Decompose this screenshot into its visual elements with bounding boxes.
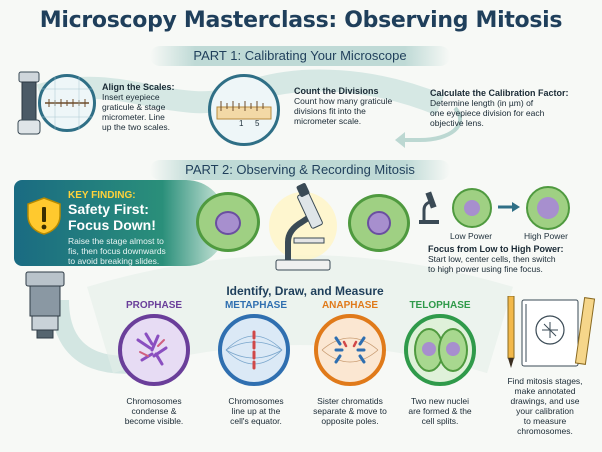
phase-desc-line: become visible. (124, 416, 184, 426)
graticule-view (38, 74, 96, 132)
phase-desc-prophase: Chromosomes condense & become visible. (104, 396, 204, 426)
nucleus (464, 200, 480, 216)
step-title: Count the Divisions (294, 86, 379, 96)
high-power-view (526, 186, 570, 230)
notebook-drawing-icon (500, 295, 596, 370)
small-microscope-icon (416, 190, 442, 226)
phase-desc-line: cell splits. (421, 416, 459, 426)
identify-heading: Identify, Draw, and Measure (226, 284, 384, 298)
low-power-label: Low Power (450, 231, 493, 241)
phase-desc-line: opposite poles. (321, 416, 379, 426)
final-line: Find mitosis stages, (507, 376, 583, 386)
phase-name-telophase: TELOPHASE (409, 300, 471, 311)
phase-name-anaphase: ANAPHASE (321, 300, 379, 311)
step-body-line: micrometer scale. (294, 116, 362, 126)
step-body-line: objective lens. (430, 118, 484, 128)
prophase-cell (118, 314, 190, 386)
focus-power-body: Start low, center cells, then switch (428, 254, 556, 264)
final-line: chromosomes. (517, 426, 573, 436)
phase-desc-anaphase: Sister chromatids separate & move to opp… (300, 396, 400, 426)
final-instructions: Find mitosis stages, make annotated draw… (490, 376, 600, 436)
step-body-line: micrometer. Line (102, 112, 165, 122)
phase-desc-line: Chromosomes (126, 396, 182, 406)
page-title: Microscopy Masterclass: Observing Mitosi… (39, 8, 563, 33)
phase-name-metaphase: METAPHASE (224, 300, 288, 311)
anaphase-cell (314, 314, 386, 386)
key-finding-body: fis, then focus downwards (68, 246, 166, 256)
high-power-label: High Power (524, 231, 568, 241)
phase-desc-metaphase: Chromosomes line up at the cell's equato… (206, 396, 306, 426)
cell-illustration (348, 194, 410, 252)
key-finding-body: to avoid breaking slides. (68, 256, 160, 266)
telophase-cell (404, 314, 476, 386)
phase-desc-line: separate & move to (313, 406, 387, 416)
step-calibration-factor: Calculate the Calibration Factor: Determ… (430, 88, 598, 128)
step-body-line: Count how many graticule (294, 96, 393, 106)
phase-desc-line: condense & (131, 406, 177, 416)
warning-icon (24, 196, 64, 236)
arrow-right-icon (496, 200, 522, 214)
key-finding-text: KEY FINDING: Safety First: Focus Down! R… (68, 190, 218, 266)
step-body-line: one eyepiece division for each (430, 108, 545, 118)
objective-lens-icon (22, 270, 68, 342)
focus-power-title: Focus from Low to High Power: (428, 244, 564, 254)
focus-power-body: to high power using fine focus. (428, 264, 543, 274)
microscope-icon (268, 182, 338, 274)
final-line: to measure (523, 416, 567, 426)
step-body-line: divisions fit into the (294, 106, 366, 116)
nucleus (367, 211, 391, 235)
phase-desc-line: cell's equator. (230, 416, 282, 426)
cell-illustration (196, 192, 260, 252)
flow-arrow-head (395, 132, 405, 148)
key-finding-label: KEY FINDING: (68, 190, 136, 201)
daughter-cell (438, 328, 468, 372)
key-finding-body: Raise the stage almost to (68, 236, 164, 246)
focus-power-text: Focus from Low to High Power: Start low,… (428, 244, 598, 274)
scale-number: 5 (255, 119, 260, 128)
final-line: your calibration (516, 406, 574, 416)
final-line: drawings, and use (510, 396, 580, 406)
phase-desc-telophase: Two new nuclei are formed & the cell spl… (390, 396, 490, 426)
step-count-divisions: Count the Divisions Count how many grati… (294, 86, 414, 126)
part1-banner: PART 1: Calibrating Your Microscope (150, 46, 450, 66)
nucleus (215, 211, 241, 235)
step-body-line: graticule & stage (102, 102, 166, 112)
eyepiece-illustration (14, 70, 44, 138)
flow-arrow-line (405, 106, 463, 142)
micrometer-view: 1 5 (208, 74, 280, 146)
phase-desc-line: Chromosomes (228, 396, 284, 406)
phase-desc-line: line up at the (231, 406, 281, 416)
key-finding-heading: Focus Down! (68, 217, 156, 233)
step-align-scales: Align the Scales: Insert eyepiece gratic… (102, 82, 202, 132)
step-title: Align the Scales: (102, 82, 175, 92)
phase-name-prophase: PROPHASE (125, 300, 183, 311)
phase-desc-line: Sister chromatids (317, 396, 383, 406)
final-line: make annotated (514, 386, 576, 396)
key-finding-heading: Safety First: (68, 201, 149, 217)
scale-number: 1 (239, 119, 244, 128)
phase-desc-line: Two new nuclei (410, 396, 470, 406)
step-body-line: Insert eyepiece (102, 92, 160, 102)
metaphase-cell (218, 314, 290, 386)
part2-banner: PART 2: Observing & Recording Mitosis (150, 160, 450, 180)
low-power-view (452, 188, 492, 228)
nucleus (446, 342, 460, 356)
nucleus (537, 197, 559, 219)
phase-desc-line: are formed & the (408, 406, 472, 416)
nucleus (422, 342, 436, 356)
step-body-line: Determine length (in µm) of (430, 98, 534, 108)
step-title: Calculate the Calibration Factor: (430, 88, 569, 98)
step-body-line: up the two scales. (102, 122, 171, 132)
